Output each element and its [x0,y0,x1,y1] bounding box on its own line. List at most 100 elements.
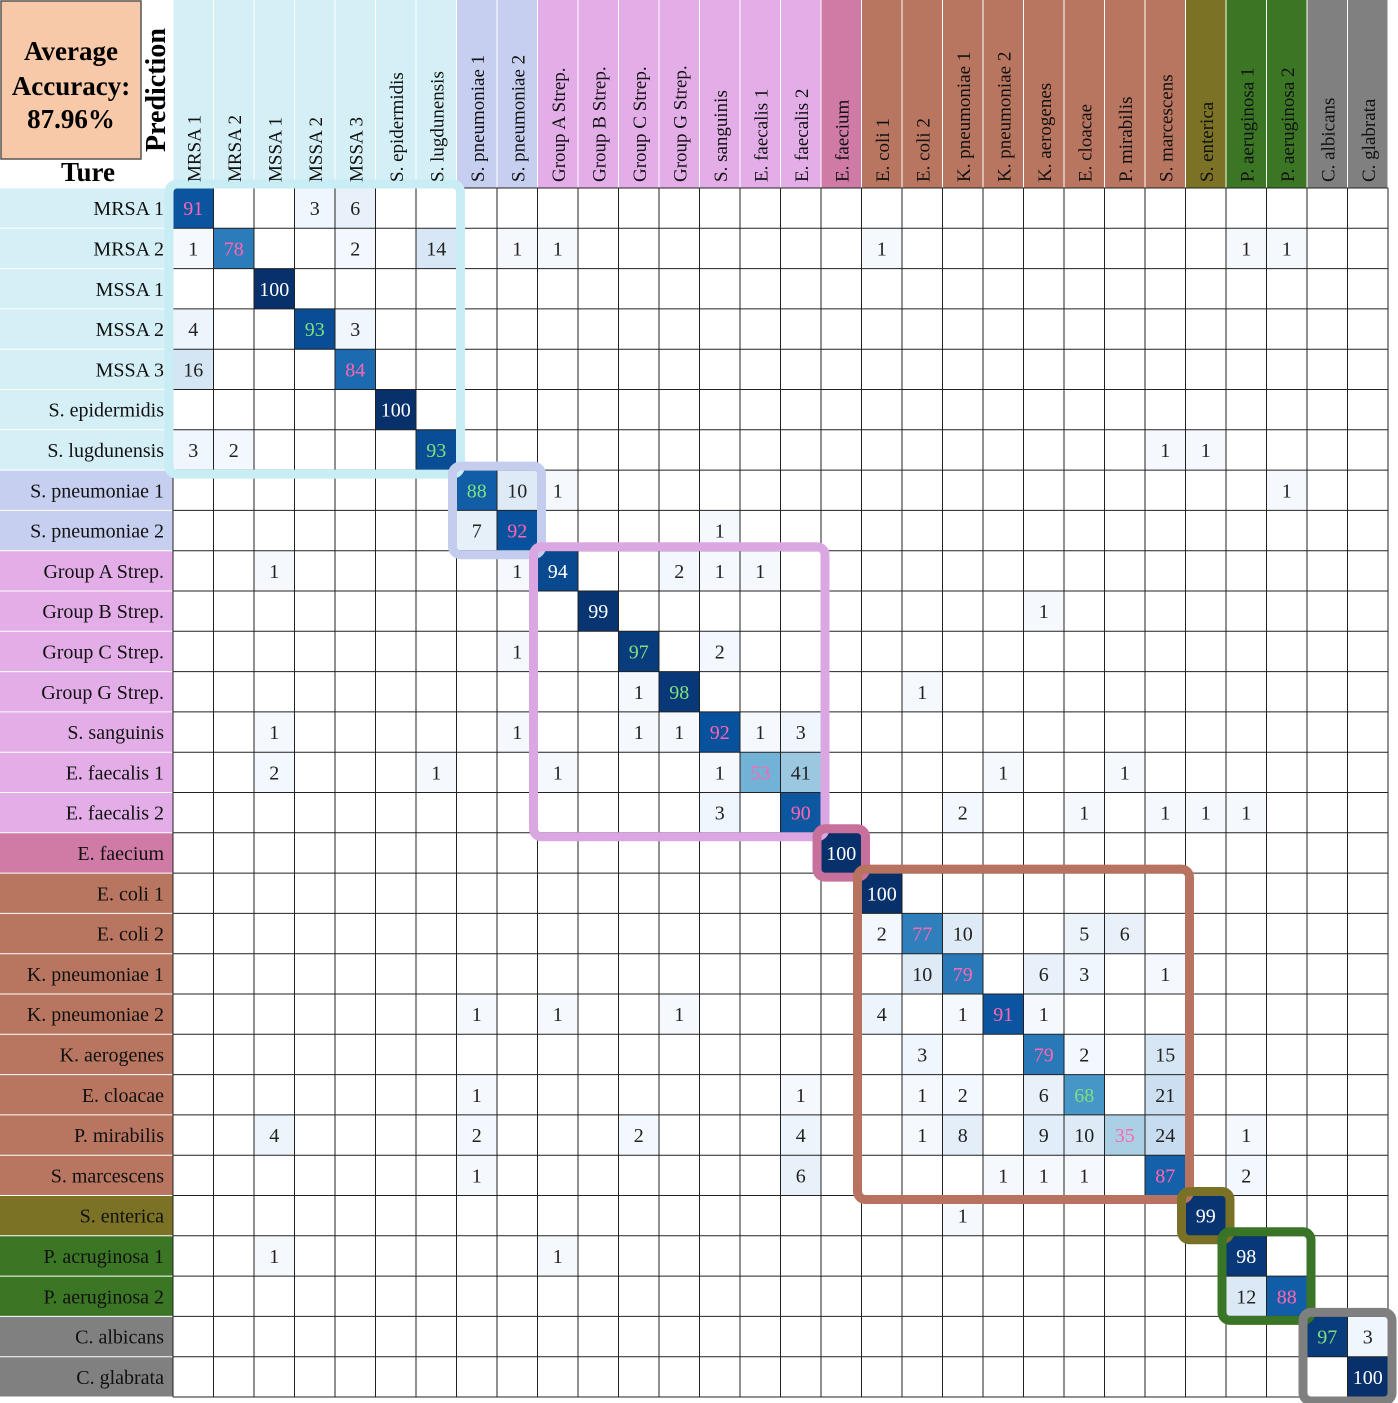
matrix-cell [1307,308,1348,350]
matrix-cell [416,1155,457,1196]
row-header-band [0,1356,173,1397]
cell-value-label: 1 [1120,762,1130,784]
matrix-cell [213,1276,254,1317]
matrix-cell [1307,510,1348,551]
matrix-cell [699,792,740,833]
matrix-cell [1185,268,1226,309]
matrix-cell [699,268,740,309]
matrix-cell [1347,510,1388,551]
row-header-band [0,268,173,309]
matrix-cell [537,752,578,793]
matrix-cell [1185,1356,1226,1397]
matrix-cell [335,1195,376,1236]
matrix-cell [213,591,254,632]
matrix-cell [416,671,457,712]
matrix-cell [1145,510,1186,551]
matrix-cell [1347,752,1388,793]
matrix-cell [902,1074,943,1115]
column-header-band [1185,0,1226,188]
matrix-cell [1064,1074,1105,1115]
matrix-cell [375,873,416,914]
matrix-cell [1226,1034,1267,1075]
row-header-band [0,913,173,954]
cell-value-label: 92 [710,722,730,744]
cell-value-label: 4 [188,319,198,341]
matrix-cell [456,873,497,914]
cell-value-label: 79 [1034,1044,1054,1066]
matrix-cell [335,994,376,1035]
matrix-cell [173,1235,214,1277]
matrix-cell [1347,1114,1388,1156]
matrix-cell [942,873,983,914]
matrix-cell [861,792,902,833]
matrix-cell [1307,591,1348,632]
matrix-cell [254,510,295,551]
matrix-cell [740,1114,781,1156]
matrix-cell [497,873,538,914]
column-label: K. pneumoniae 2 [994,52,1015,182]
row-label: K. pneumoniae 2 [27,1004,164,1026]
matrix-cell [983,913,1024,954]
matrix-cell [1347,188,1388,229]
cell-value-label: 98 [669,682,689,704]
cell-value-label: 2 [958,1085,968,1107]
matrix-cell [375,1034,416,1075]
matrix-cell [497,1195,538,1236]
matrix-cell [902,1316,943,1357]
matrix-cell [983,1034,1024,1075]
matrix-cell [578,1074,619,1115]
matrix-cell [497,1356,538,1397]
matrix-cell [821,1276,862,1317]
matrix-cell [861,1235,902,1277]
cell-value-label: 6 [796,1165,806,1187]
matrix-cell [1226,873,1267,914]
matrix-cell [456,1356,497,1397]
matrix-cell [983,711,1024,753]
matrix-cell [335,1316,376,1357]
group-block-border [812,824,870,882]
matrix-cell [1226,591,1267,632]
matrix-cell [1023,792,1064,833]
matrix-cell [335,389,376,430]
matrix-cell [537,873,578,914]
column-header-band [375,0,416,188]
matrix-cell [983,308,1024,350]
matrix-cell [780,1235,821,1277]
cell-value-label: 1 [1282,480,1292,502]
matrix-cell [173,1356,214,1397]
matrix-cell [1347,550,1388,591]
accuracy-box [0,0,142,160]
cell-value-label: 2 [269,762,279,784]
matrix-cell [375,1316,416,1357]
matrix-cell [578,1155,619,1196]
matrix-cell [497,308,538,350]
matrix-cell [1347,711,1388,753]
matrix-cell [1226,429,1267,471]
matrix-cell [456,711,497,753]
matrix-cell [942,1074,983,1115]
matrix-cell [699,1195,740,1236]
matrix-cell [821,349,862,390]
matrix-cell [213,953,254,994]
row-header-band [0,349,173,390]
matrix-cell [1185,349,1226,390]
matrix-cell [497,510,538,551]
matrix-cell [659,268,700,309]
matrix-cell [1023,1316,1064,1357]
matrix-cell [213,550,254,591]
matrix-cell [213,308,254,350]
matrix-cell [1104,1276,1145,1317]
matrix-cell [1307,1034,1348,1075]
cell-value-label: 2 [1079,1044,1089,1066]
row-label: P. aeruginosa 2 [43,1286,164,1308]
matrix-cell [983,671,1024,712]
matrix-cell [780,1356,821,1397]
matrix-cell [699,429,740,471]
matrix-cell [1145,429,1186,471]
matrix-cell [416,1276,457,1317]
cell-value-label: 2 [674,561,684,583]
matrix-cell [497,1155,538,1196]
matrix-cell [173,671,214,712]
matrix-cell [416,752,457,793]
matrix-cell [821,510,862,551]
